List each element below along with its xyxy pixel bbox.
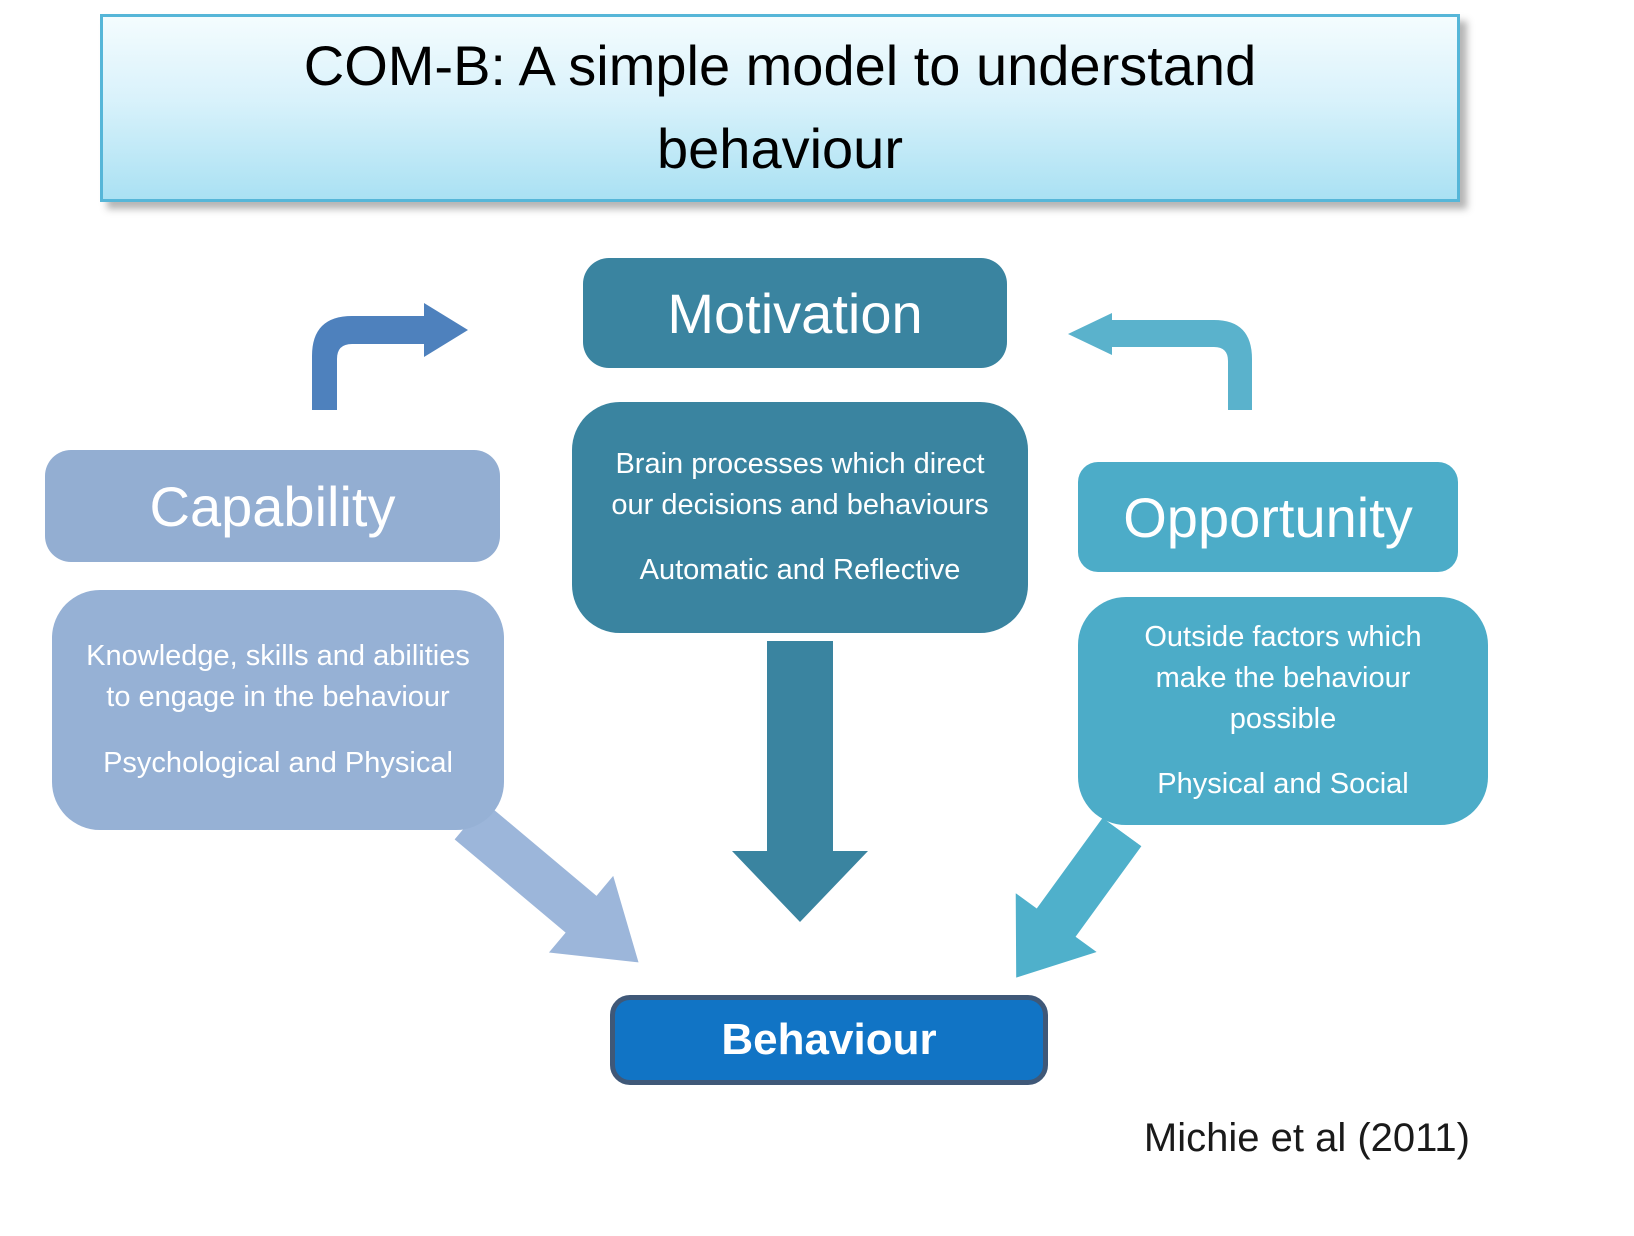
opportunity-subtitle: Physical and Social <box>1157 768 1409 801</box>
citation: Michie et al (2011) <box>1143 1116 1470 1160</box>
arrow-shape <box>454 802 639 963</box>
behaviour-label: Behaviour <box>721 1015 937 1064</box>
motivation-label: Motivation <box>667 281 923 345</box>
opportunity-to-behaviour-arrow-icon <box>976 803 1163 1007</box>
capability-to-motivation-arrow-svg <box>312 303 468 410</box>
opportunity-header-box: Opportunity <box>1078 462 1458 572</box>
capability-to-motivation-arrow-icon <box>312 302 468 410</box>
capability-subtitle: Psychological and Physical <box>103 746 453 779</box>
opportunity-description: Outside factors which make the behaviour… <box>1144 620 1422 735</box>
title-box: COM-B: A simple model to understand beha… <box>100 14 1460 202</box>
motivation-subtitle: Automatic and Reflective <box>639 554 961 587</box>
motivation-description-box: Brain processes which direct our decisio… <box>572 402 1028 633</box>
capability-to-behaviour-arrow-svg <box>454 802 639 963</box>
behaviour-box: Behaviour <box>610 995 1048 1085</box>
capability-header-box: Capability <box>45 450 500 562</box>
capability-label: Capability <box>149 474 396 538</box>
opportunity-to-behaviour-arrow-svg <box>1015 817 1142 978</box>
opportunity-to-motivation-arrow-svg <box>1068 313 1252 410</box>
capability-description-box: Knowledge, skills and abilities to engag… <box>52 590 504 830</box>
arrow-shape <box>732 641 868 922</box>
opportunity-to-motivation-arrow-icon <box>1068 313 1252 410</box>
motivation-to-behaviour-arrow-svg <box>732 641 868 922</box>
motivation-description: Brain processes which direct our decisio… <box>611 447 989 521</box>
motivation-to-behaviour-arrow-icon <box>732 641 868 922</box>
opportunity-description-box: Outside factors which make the behaviour… <box>1078 597 1488 825</box>
arrow-shape <box>1068 313 1252 410</box>
slide-title: COM-B: A simple model to understand beha… <box>303 34 1257 180</box>
capability-description: Knowledge, skills and abilities to engag… <box>86 640 470 714</box>
capability-to-behaviour-arrow-icon <box>438 783 671 1001</box>
opportunity-label: Opportunity <box>1123 485 1413 549</box>
arrow-shape <box>1015 817 1142 978</box>
motivation-header-box: Motivation <box>583 258 1007 368</box>
arrow-shape <box>312 303 468 410</box>
